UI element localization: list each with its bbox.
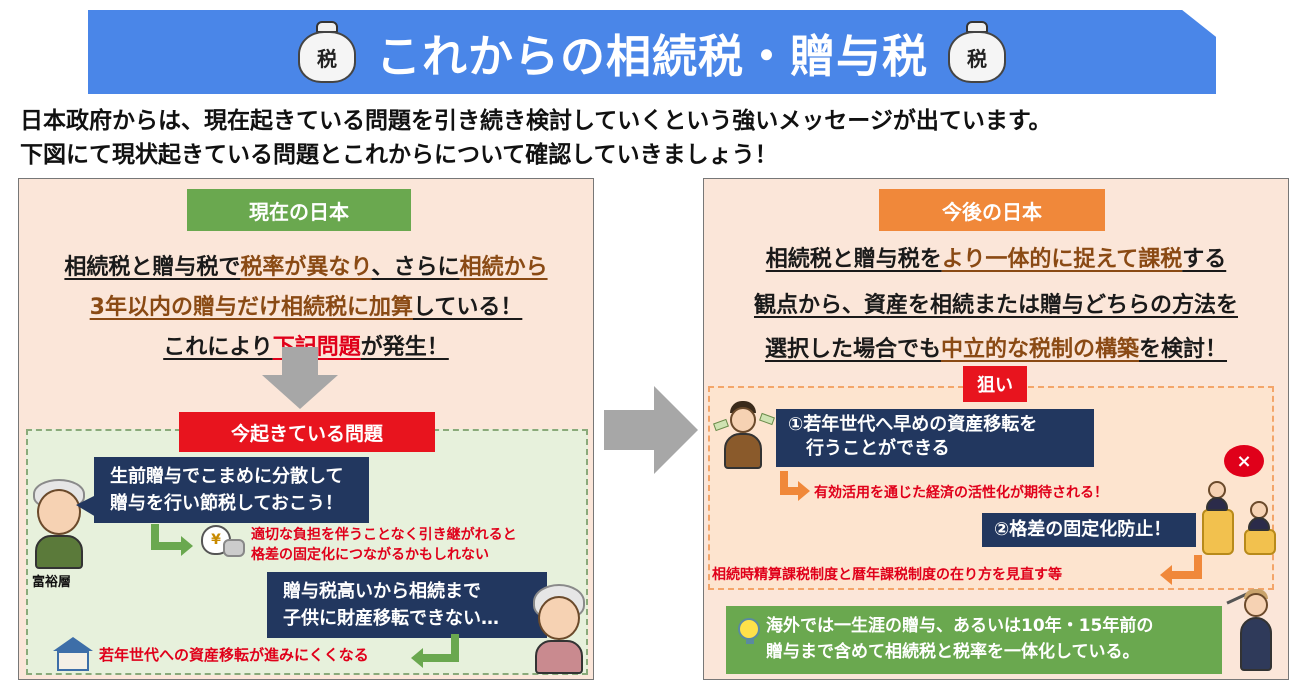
page-title: これからの相続税・贈与税 <box>375 29 928 83</box>
future-line-2: 観点から、資産を相続または贈与どちらの方法を <box>753 293 1238 318</box>
house-icon <box>53 637 93 671</box>
tax-money-bag-icon: 税 <box>296 19 358 85</box>
intro-line-1: 日本政府からは、現在起きている問題を引き続き検討していくという強いメッセージが出… <box>20 108 1052 134</box>
current-japan-panel: 現在の日本 相続税と贈与税で税率が異なり、さらに相続から 3年以内の贈与だけ相続… <box>18 178 594 680</box>
tax-money-bag-icon: 税 <box>946 19 1008 85</box>
note-slow-transfer: 若年世代への資産移転が進みにくくなる <box>99 646 369 664</box>
future-line-3: 選択した場合でも中立的な税制の構築を検討！ <box>764 337 1228 362</box>
intro-line-2: 下図にて現状起きている問題とこれからについて確認していきましょう！ <box>20 142 778 168</box>
elderly-woman-icon <box>531 584 587 674</box>
elderly-man-icon <box>29 479 89 569</box>
wealthy-class-label: 富裕層 <box>32 575 72 590</box>
lightbulb-icon <box>738 618 760 644</box>
overseas-info-box: 海外では一生涯の贈与、あるいは10年・15年前の 贈与まで含めて相続税と税率を一… <box>726 606 1222 674</box>
coin-stack-icon <box>223 539 245 557</box>
speech-bubble-gift-split: 生前贈与でこまめに分散して 贈与を行い節税しておこう！ <box>76 457 369 523</box>
aim-1-box: ①若年世代へ早めの資産移転を 行うことができる <box>776 409 1094 467</box>
down-arrow-icon <box>262 347 338 409</box>
future-japan-panel: 今後の日本 相続税と贈与税をより一体的に捉えて課税する 観点から、資産を相続また… <box>703 178 1289 680</box>
future-japan-badge: 今後の日本 <box>879 189 1105 231</box>
aims-badge: 狙い <box>963 366 1027 402</box>
transition-arrow-icon <box>604 386 698 474</box>
speech-bubble-high-gift-tax: 贈与税高いから相続まで 子供に財産移転できない… <box>267 572 565 638</box>
future-line-1: 相続税と贈与税をより一体的に捉えて課税する <box>765 247 1227 272</box>
aim-2-note: 相続時精算課税制度と暦年課税制度の在り方を見直す等 <box>712 567 1062 583</box>
title-banner: 税 これからの相続税・贈与税 税 <box>88 10 1216 94</box>
current-japan-badge: 現在の日本 <box>187 189 411 231</box>
aim-1-note: 有効活用を通じた経済の活性化が期待される！ <box>814 485 1108 501</box>
note-disparity-risk: 適切な負担を伴うことなく引き継がれると 格差の固定化につながるかもしれない <box>251 527 517 563</box>
intro-text: 日本政府からは、現在起きている問題を引き続き検討していくという強いメッセージが出… <box>20 104 1290 172</box>
x-mark-icon: × <box>1224 445 1264 477</box>
aim-2-box: ②格差の固定化防止！ <box>982 513 1196 547</box>
businessmen-on-coins-icon <box>1200 479 1280 557</box>
current-problems-badge: 今起きている問題 <box>179 412 435 452</box>
current-line-1: 相続税と贈与税で税率が異なり、さらに相続から <box>64 255 548 280</box>
man-with-money-icon <box>713 401 775 471</box>
presenter-man-icon <box>1226 589 1276 673</box>
current-line-2: 3年以内の贈与だけ相続税に加算している！ <box>89 295 523 320</box>
